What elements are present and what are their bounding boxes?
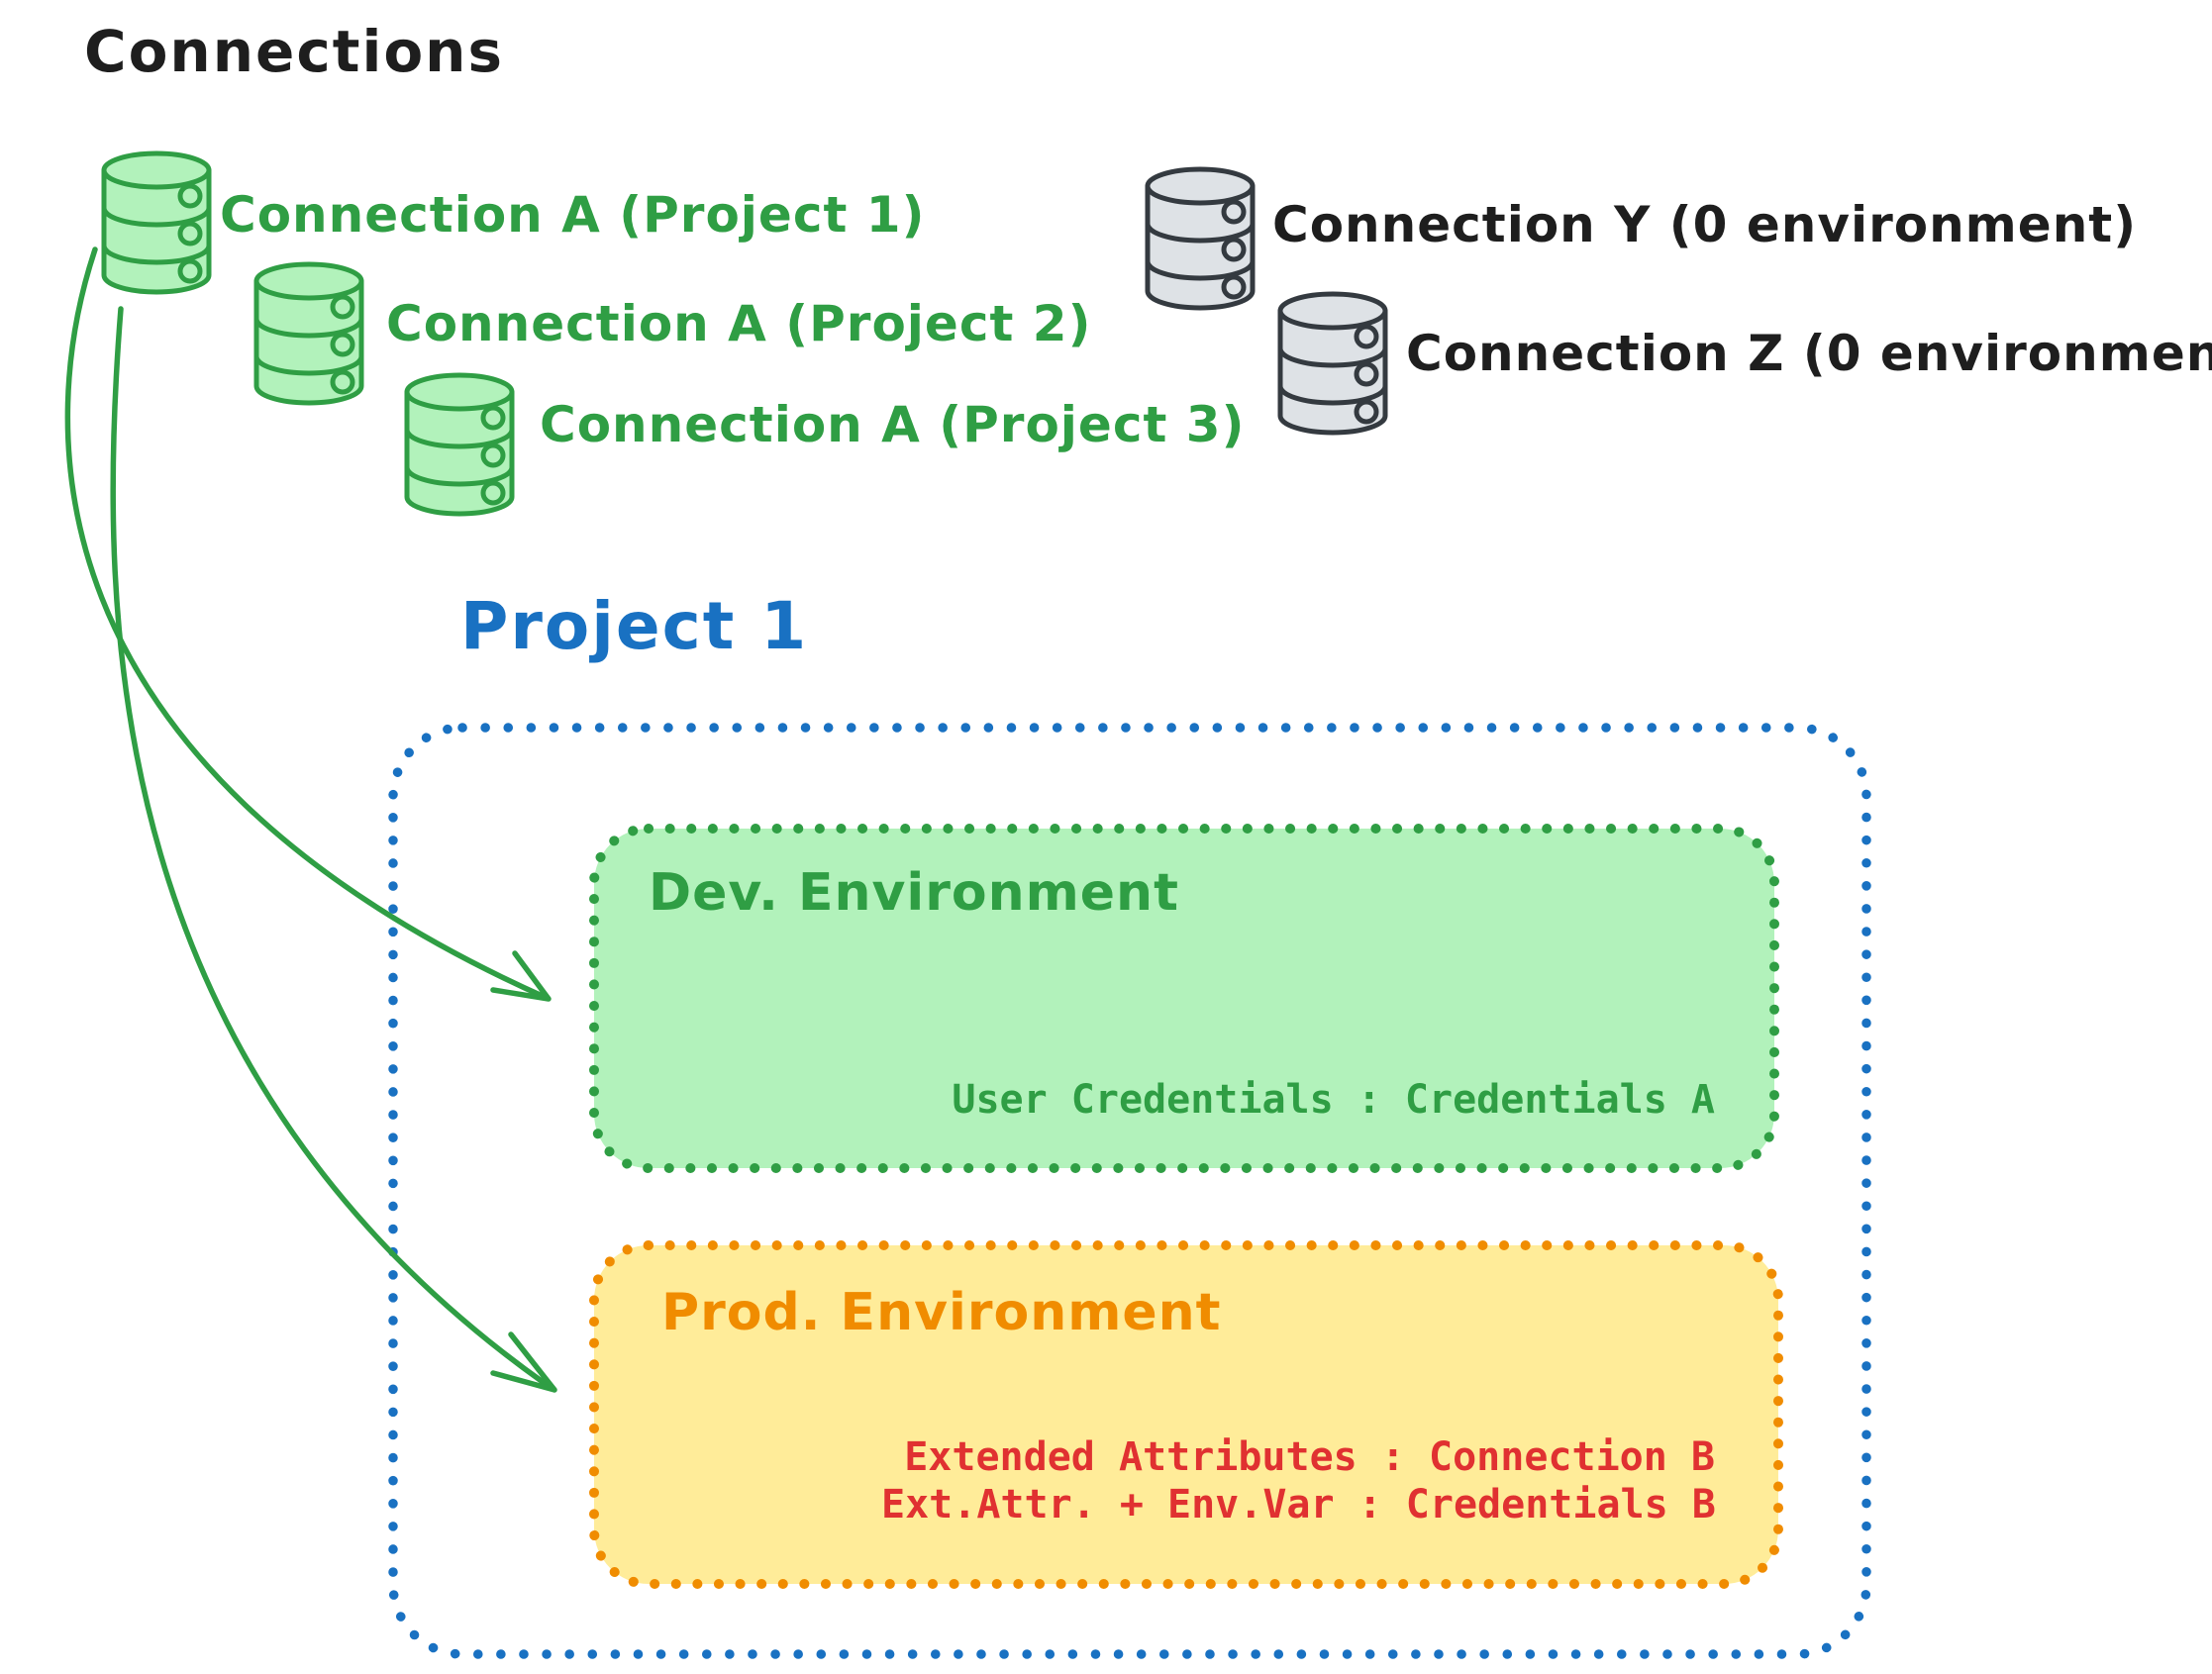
project-1-box: [388, 723, 1871, 1659]
connection-a-project-3-label: Connection A (Project 3): [540, 396, 1246, 453]
prod-credentials-line-2: Ext.Attr. + Env.Var : Credentials B: [881, 1482, 1716, 1527]
arrow-to-prod-environment: [110, 306, 557, 1393]
connection-y-label: Connection Y (0 environment): [1272, 196, 2138, 253]
database-icon-connection-z: [1280, 294, 1385, 433]
prod-environment-box: [589, 1240, 1783, 1589]
page-title: Connections: [84, 18, 504, 85]
database-icon-connection-a-project-3: [407, 375, 512, 514]
prod-credentials-line-1: Extended Attributes : Connection B: [904, 1434, 1715, 1480]
dev-environment-box: [589, 824, 1779, 1173]
dev-environment-title: Dev. Environment: [649, 863, 1179, 923]
connection-a-project-1-label: Connection A (Project 1): [220, 186, 926, 244]
dev-credentials-text: User Credentials : Credentials A: [952, 1077, 1715, 1123]
prod-credentials-text: Extended Attributes : Connection B Ext.A…: [881, 1433, 1716, 1528]
database-icon-connection-a-project-2: [256, 264, 361, 403]
database-icon-connection-y: [1148, 169, 1253, 308]
connection-z-label: Connection Z (0 environment): [1406, 325, 2212, 382]
prod-environment-title: Prod. Environment: [661, 1283, 1222, 1342]
database-icon-connection-a-project-1: [104, 153, 209, 292]
connection-a-project-2-label: Connection A (Project 2): [386, 295, 1092, 352]
project-1-title: Project 1: [460, 588, 809, 664]
arrow-to-dev-environment: [64, 246, 552, 1002]
